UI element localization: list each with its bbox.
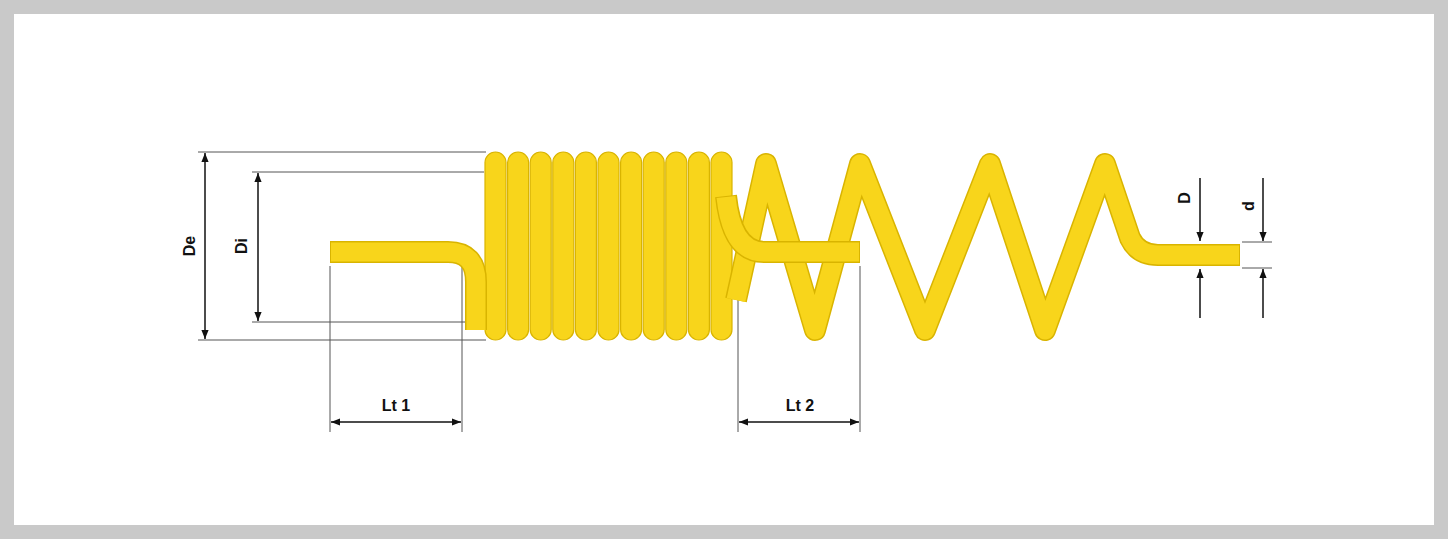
dimension-label: Lt 2 [786,398,814,414]
coil-turn [688,152,709,340]
left-hook [330,252,476,330]
close-wound-coils [485,152,732,340]
frame [7,7,1441,532]
dimension-label: D [1177,192,1193,204]
coil-turn [530,152,551,340]
coil-turn [621,152,642,340]
coil-turn [485,152,506,340]
right-hook [726,196,860,252]
dimension-label: d [1241,201,1257,211]
dimension-arrows [205,153,1263,422]
dimension-label: Lt 1 [382,398,410,414]
right-hook [726,197,859,252]
coil-turn [598,152,619,340]
coil-turn [643,152,664,340]
coil-turn [575,152,596,340]
coil-turn [508,152,529,340]
coil-turn [711,152,732,340]
dimension-label: Di [234,238,250,254]
dimension-label: De [182,236,198,256]
extension-lines [198,152,1272,432]
coil-turn [666,152,687,340]
left-hook [331,252,476,330]
coil-turn [553,152,574,340]
